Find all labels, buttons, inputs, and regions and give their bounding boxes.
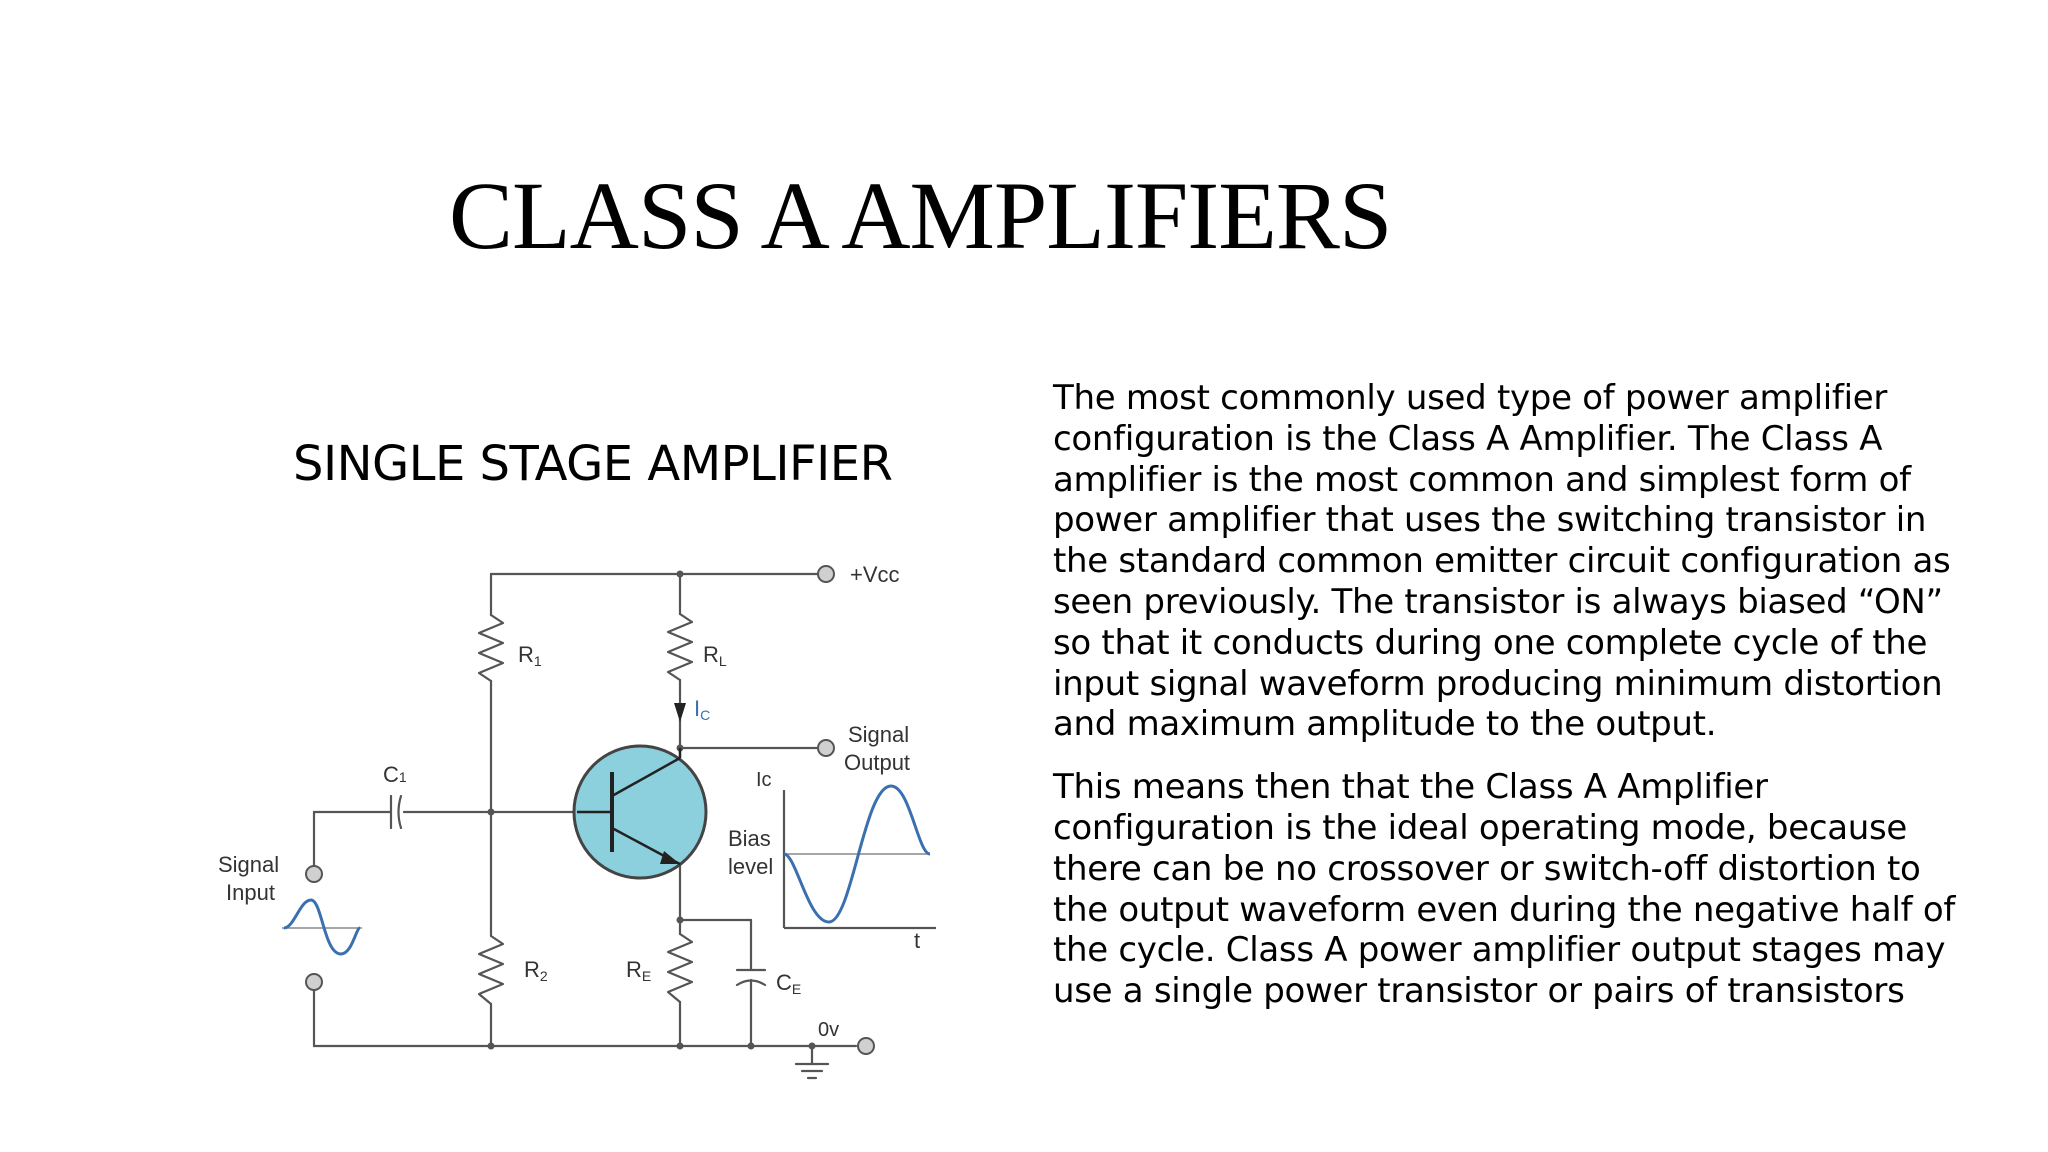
re-label: RE [626, 957, 651, 984]
npn-transistor-icon [572, 744, 708, 880]
paragraph-2: This means then that the Class A Amplifi… [1053, 767, 1956, 1012]
ic-axis-label: Ic [756, 769, 772, 791]
collector-current-arrow-icon [674, 703, 686, 722]
rl-resistor [666, 612, 694, 682]
c1-label: C1 [383, 762, 407, 787]
junction-dot [487, 1042, 495, 1050]
junction-dot [747, 1042, 755, 1050]
signal-input-label-line2: Input [226, 880, 275, 905]
r1-resistor [477, 613, 505, 683]
junction-dot [676, 1042, 684, 1050]
c1-plate-right [397, 794, 403, 830]
bias-label-line1: Bias [728, 826, 771, 851]
amplifier-circuit-diagram: +Vcc R1 RL IC Signal Output Ic C1 Bias l… [218, 562, 936, 1080]
r1-label: R1 [518, 642, 542, 669]
output-terminal [817, 739, 835, 757]
output-sine-wave [783, 784, 931, 924]
rl-label: RL [703, 642, 727, 669]
description-text: The most commonly used type of power amp… [1053, 378, 1973, 1012]
time-axis-label: t [914, 928, 920, 953]
input-sine-wave [283, 898, 361, 956]
r2-resistor [477, 934, 505, 1006]
junction-dot [487, 808, 495, 816]
signal-output-label-line2: Output [844, 750, 910, 775]
vcc-label: +Vcc [850, 562, 900, 587]
junction-dot [676, 916, 684, 924]
vcc-terminal [817, 565, 835, 583]
bias-label-line2: level [728, 854, 773, 879]
junction-dot [676, 570, 684, 578]
r2-label: R2 [524, 957, 548, 984]
input-terminal-bottom [305, 973, 323, 991]
ic-current-label: IC [694, 696, 710, 723]
output-waveform-plot [782, 784, 936, 930]
re-resistor [666, 932, 694, 1004]
paragraph-1: The most commonly used type of power amp… [1053, 378, 1951, 745]
signal-input-label-line1: Signal [218, 852, 279, 877]
slide-subtitle: SINGLE STAGE AMPLIFIER [293, 436, 893, 492]
slide-title: CLASS A AMPLIFIERS [449, 162, 1392, 269]
ground-terminal [857, 1037, 875, 1055]
input-terminal-top [305, 865, 323, 883]
input-waveform [282, 898, 362, 956]
ce-label: CE [776, 970, 801, 997]
signal-output-label-line1: Signal [848, 722, 909, 747]
junction-dot [808, 1042, 816, 1050]
ground-label: 0v [818, 1019, 839, 1041]
